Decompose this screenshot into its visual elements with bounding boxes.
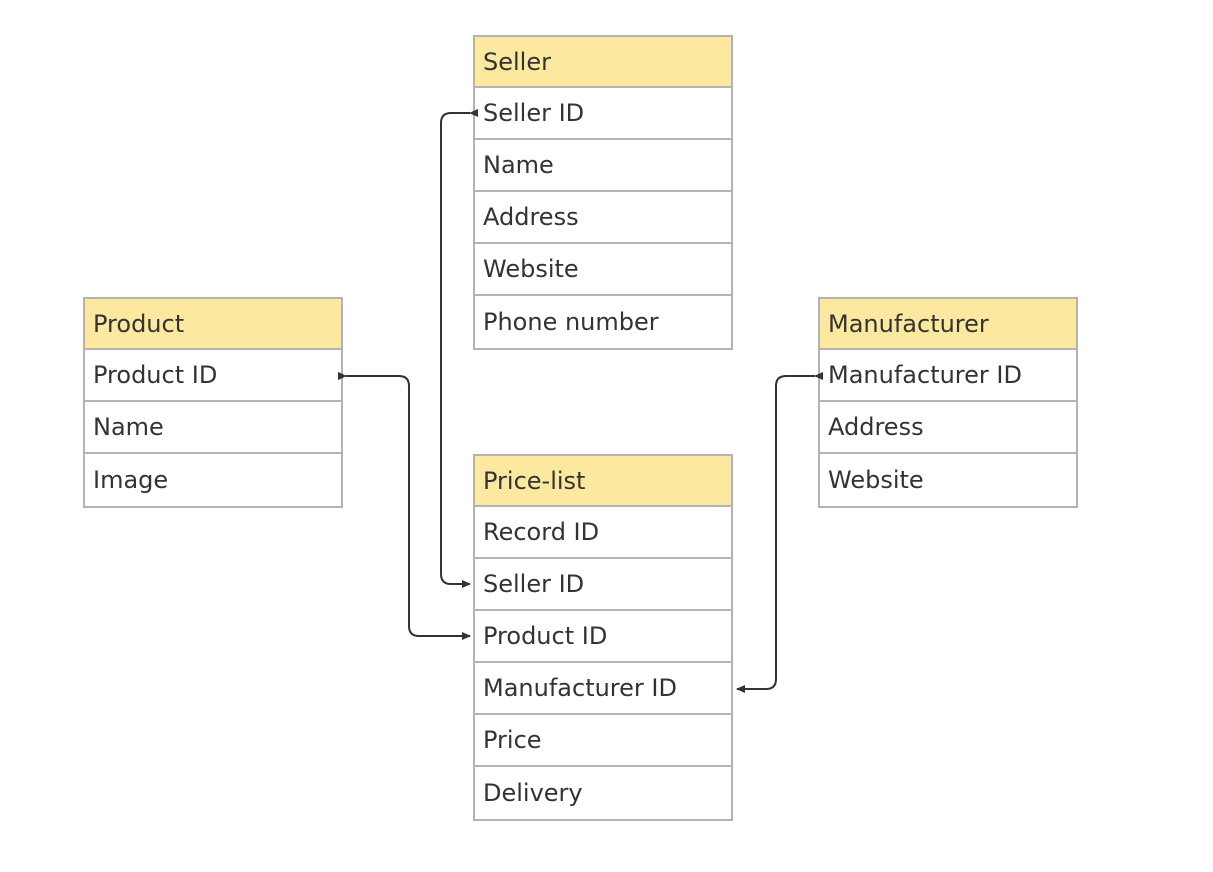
pricelist-field-record-id: Record ID xyxy=(475,507,731,559)
seller-field-website: Website xyxy=(475,244,731,296)
seller-entity[interactable]: Seller Seller ID Name Address Website Ph… xyxy=(473,35,733,350)
pricelist-field-seller-id: Seller ID xyxy=(475,559,731,611)
pricelist-header: Price-list xyxy=(475,456,731,507)
product-field-product-id: Product ID xyxy=(85,350,341,402)
manufacturer-field-address: Address xyxy=(820,402,1076,454)
pricelist-entity[interactable]: Price-list Record ID Seller ID Product I… xyxy=(473,454,733,821)
product-entity[interactable]: Product Product ID Name Image xyxy=(83,297,343,508)
manufacturer-header: Manufacturer xyxy=(820,299,1076,350)
seller-field-name: Name xyxy=(475,140,731,192)
pricelist-field-price: Price xyxy=(475,715,731,767)
connector-manufacturer-id[interactable] xyxy=(736,372,823,693)
connector-product-id[interactable] xyxy=(338,372,471,640)
manufacturer-field-manufacturer-id: Manufacturer ID xyxy=(820,350,1076,402)
manufacturer-field-website: Website xyxy=(828,466,924,494)
pricelist-field-manufacturer-id: Manufacturer ID xyxy=(475,663,731,715)
manufacturer-entity[interactable]: Manufacturer Manufacturer ID Address Web… xyxy=(818,297,1078,508)
pricelist-field-product-id: Product ID xyxy=(475,611,731,663)
seller-field-phone-number: Phone number xyxy=(483,308,659,336)
product-header: Product xyxy=(85,299,341,350)
product-field-name: Name xyxy=(85,402,341,454)
product-field-image: Image xyxy=(93,466,169,494)
seller-field-seller-id: Seller ID xyxy=(475,88,731,140)
pricelist-field-delivery: Delivery xyxy=(483,779,583,807)
connector-seller-id[interactable] xyxy=(440,109,478,588)
seller-field-address: Address xyxy=(475,192,731,244)
seller-header: Seller xyxy=(475,37,731,88)
